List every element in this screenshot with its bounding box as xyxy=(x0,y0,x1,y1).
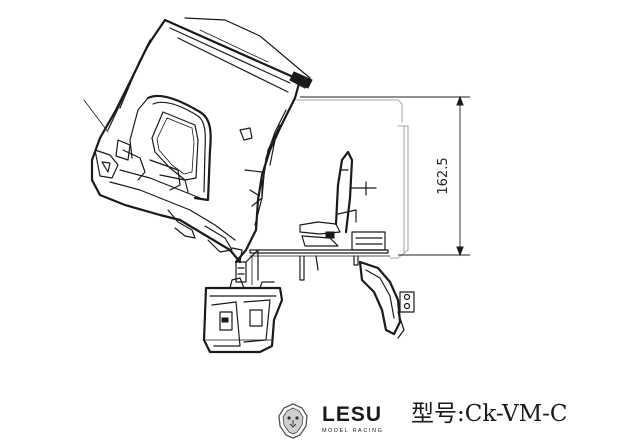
tilted-cab xyxy=(83,17,313,264)
chassis-and-seat xyxy=(249,150,391,281)
brand-name: LESU xyxy=(322,403,383,426)
rear-panel-outline xyxy=(295,99,409,259)
front-bracket xyxy=(358,260,415,339)
brand-tagline: MODEL RACING xyxy=(322,428,384,434)
lion-logo xyxy=(278,403,308,439)
dimension-162-5: 162.5 xyxy=(300,95,470,257)
dimension-label: 162.5 xyxy=(436,157,451,194)
model-label: 型号:Ck-VM-C xyxy=(411,401,568,427)
lower-housing xyxy=(202,277,284,354)
